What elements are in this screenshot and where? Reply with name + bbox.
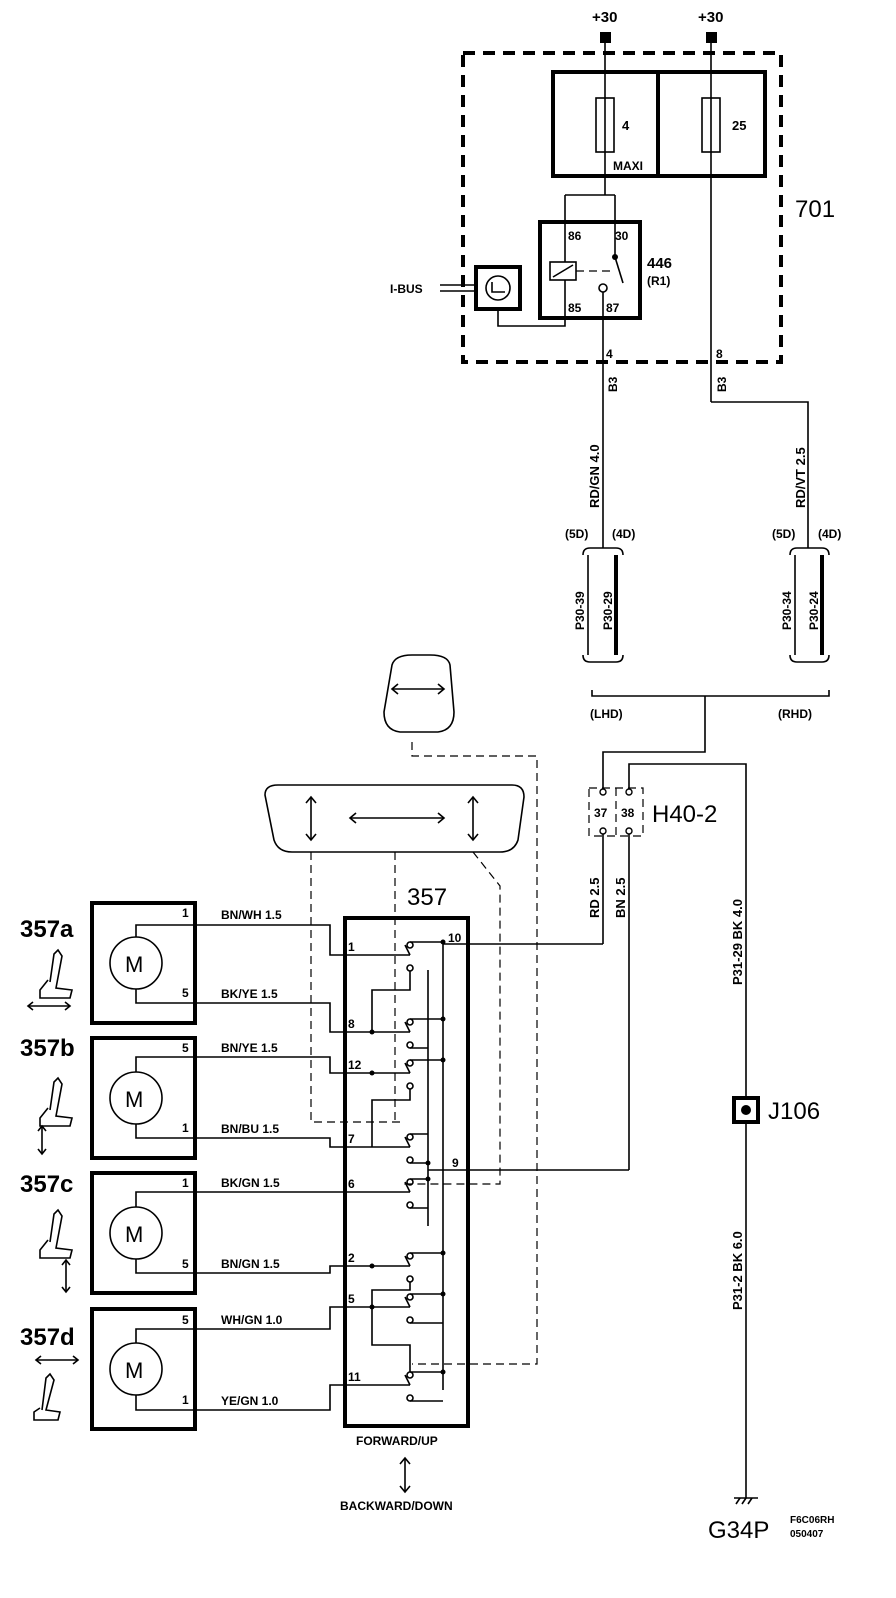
motor-d-id: 357d <box>20 1324 75 1351</box>
motor-d-pin-top: 5 <box>182 1313 189 1327</box>
pin-p30-29: P30-29 <box>601 591 615 630</box>
fuse-left-number: 4 <box>622 118 630 133</box>
fuse-right-number: 25 <box>732 118 746 133</box>
pin-p30-39: P30-39 <box>573 591 587 630</box>
left-5d: (5D) <box>565 527 588 541</box>
fuse-left-type: MAXI <box>613 159 643 173</box>
motor-a-pin-top: 1 <box>182 906 189 920</box>
fuse-box-outline <box>461 51 783 364</box>
connector-pin-38: 38 <box>621 806 635 820</box>
wire-rd-label: RD 2.5 <box>587 878 602 918</box>
fuse-25-symbol <box>701 97 721 153</box>
supply-left: +30 <box>592 9 617 195</box>
ibus-module <box>474 265 522 311</box>
connector-id: H40-2 <box>652 801 717 828</box>
fuse-box-id: 701 <box>795 196 835 223</box>
ground-symbol <box>734 1497 758 1505</box>
switch-pin-11: 11 <box>348 1370 361 1384</box>
pin-p30-34: P30-34 <box>780 591 794 630</box>
motor-a-pin-bottom: 5 <box>182 986 189 1000</box>
motor-c-wire-top: BK/GN 1.5 <box>221 1176 280 1190</box>
motor-d-symbol: M <box>125 1358 143 1383</box>
seat-tilt-icon <box>39 1208 73 1294</box>
switch-pin-1: 1 <box>348 940 355 954</box>
switch-pin-2: 2 <box>348 1251 355 1265</box>
relay-pin-85: 85 <box>568 301 582 315</box>
motor-c-symbol: M <box>125 1222 143 1247</box>
seat-forward-icon <box>26 948 73 1011</box>
wire-bn-label: BN 2.5 <box>613 878 628 918</box>
right-4d: (4D) <box>818 527 841 541</box>
motor-a-wire-top: BN/WH 1.5 <box>221 908 282 922</box>
footer-date: 050407 <box>790 1529 824 1540</box>
supply-left-label: +30 <box>592 9 617 26</box>
motor-357a: M 1 5 357a <box>20 901 197 1025</box>
motor-d-wire-bottom: YE/GN 1.0 <box>221 1394 279 1408</box>
right-5d: (5D) <box>772 527 795 541</box>
headrest-icon <box>383 654 455 733</box>
motor-c-pin-top: 1 <box>182 1176 189 1190</box>
motor-b-pin-bottom: 1 <box>182 1121 189 1135</box>
relay-pin-30: 30 <box>615 229 629 243</box>
motor-b-symbol: M <box>125 1087 143 1112</box>
relay-pin-86: 86 <box>568 229 582 243</box>
relay-id: 446 <box>647 255 672 272</box>
connector-pin-37: 37 <box>594 806 608 820</box>
switch-357-body <box>343 916 470 1428</box>
switch-pin-10: 10 <box>448 931 462 945</box>
switch-pin-5: 5 <box>348 1292 355 1306</box>
ground-wire-top-label: P31-29 BK 4.0 <box>730 899 745 985</box>
motor-c-id: 357c <box>20 1171 73 1198</box>
relay-446-body <box>538 220 642 320</box>
output-left-connector: B3 <box>606 376 620 392</box>
lhd-label: (LHD) <box>590 707 623 721</box>
motor-c-pin-bottom: 5 <box>182 1257 189 1271</box>
switch-pin-7: 7 <box>348 1132 355 1146</box>
ground-wire-bottom-label: P31-2 BK 6.0 <box>730 1231 745 1310</box>
switch-pin-12: 12 <box>348 1058 362 1072</box>
left-4d: (4D) <box>612 527 635 541</box>
seat-height-icon <box>37 1076 73 1156</box>
motor-357b: M 5 1 357b <box>20 1035 197 1160</box>
motor-357c: M 1 5 357c <box>20 1171 197 1295</box>
motor-c-wire-bottom: BN/GN 1.5 <box>221 1257 280 1271</box>
motor-a-wire-bottom: BK/YE 1.5 <box>221 987 278 1001</box>
ibus-label: I-BUS <box>390 282 423 296</box>
ground-label: G34P <box>708 1517 769 1544</box>
relay-pin-87: 87 <box>606 301 620 315</box>
rhd-label: (RHD) <box>778 707 812 721</box>
wire-rdvt-label: RD/VT 2.5 <box>793 447 808 508</box>
switch-pin-8: 8 <box>348 1017 355 1031</box>
output-left-pin: 4 <box>606 347 613 361</box>
switch-id: 357 <box>407 884 447 911</box>
motor-b-id: 357b <box>20 1035 75 1062</box>
motor-b-wire-top: BN/YE 1.5 <box>221 1041 278 1055</box>
output-right-pin: 8 <box>716 347 723 361</box>
backward-label: BACKWARD/DOWN <box>340 1499 453 1513</box>
motor-b-pin-top: 5 <box>182 1041 189 1055</box>
forward-label: FORWARD/UP <box>356 1434 438 1448</box>
motor-a-id: 357a <box>20 916 74 943</box>
motor-a-symbol: M <box>125 952 143 977</box>
pin-p30-24: P30-24 <box>807 591 821 630</box>
junction-label: J106 <box>768 1098 820 1125</box>
motor-357d: M 5 1 357d <box>20 1307 197 1431</box>
switch-pin-6: 6 <box>348 1177 355 1191</box>
supply-right-label: +30 <box>698 9 723 26</box>
supply-right: +30 <box>698 9 723 402</box>
motor-d-pin-bottom: 1 <box>182 1393 189 1407</box>
wire-rdgn-label: RD/GN 4.0 <box>587 444 602 508</box>
switch-pin-9: 9 <box>452 1156 459 1170</box>
seat-cushion-icon <box>264 784 525 853</box>
output-right-connector: B3 <box>715 376 729 392</box>
switch-internals <box>369 939 446 1402</box>
seat-recline-icon <box>33 1355 80 1421</box>
fuse-4-symbol <box>595 97 615 153</box>
motor-d-wire-top: WH/GN 1.0 <box>221 1313 283 1327</box>
relay-ref: (R1) <box>647 274 670 288</box>
motor-b-wire-bottom: BN/BU 1.5 <box>221 1122 279 1136</box>
footer-code: F6C06RH <box>790 1515 834 1526</box>
